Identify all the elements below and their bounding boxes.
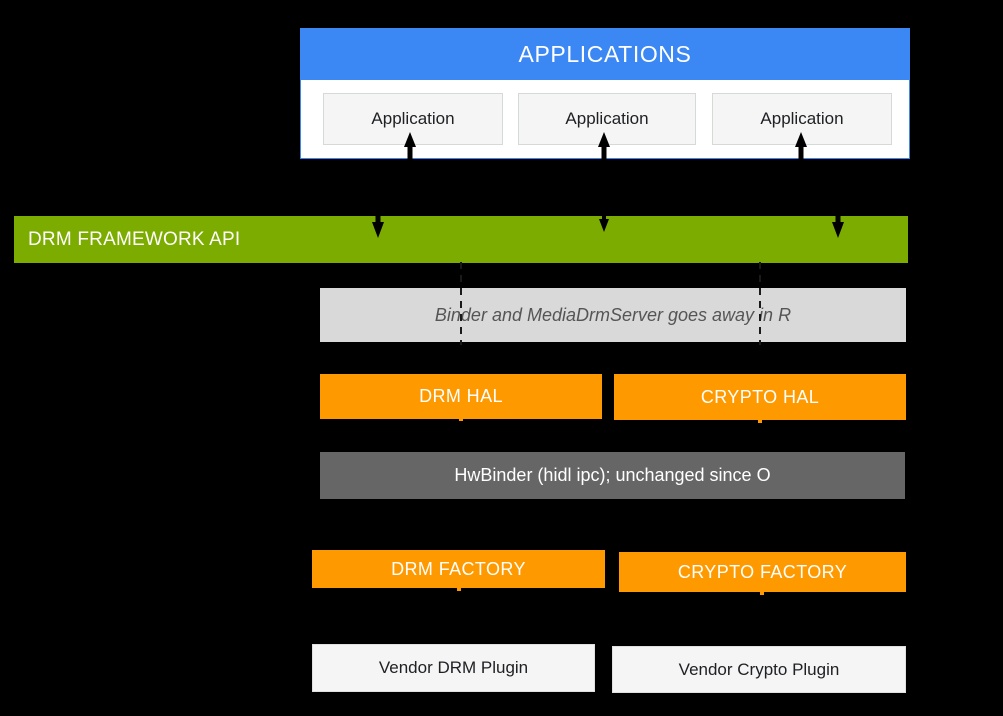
vendor-crypto-plugin-box[interactable]: Vendor Crypto Plugin <box>612 646 906 693</box>
applications-header: APPLICATIONS <box>301 29 909 80</box>
application-box-2[interactable]: Application <box>518 93 696 145</box>
hwbinder-box: HwBinder (hidl ipc); unchanged since O <box>320 452 905 499</box>
application-box-3-label: Application <box>760 109 844 128</box>
vendor-drm-plugin-box[interactable]: Vendor DRM Plugin <box>312 644 595 692</box>
hwbinder-label: HwBinder (hidl ipc); unchanged since O <box>454 465 771 485</box>
application-box-3[interactable]: Application <box>712 93 892 145</box>
crypto-factory-box[interactable]: CRYPTO FACTORY <box>619 552 906 592</box>
drm-framework-api-bar: DRM FRAMEWORK API <box>14 216 908 263</box>
applications-header-label: APPLICATIONS <box>518 41 692 67</box>
drm-factory-box[interactable]: DRM FACTORY <box>312 550 605 588</box>
drm-framework-api-label: DRM FRAMEWORK API <box>28 228 241 250</box>
drm-hal-label: DRM HAL <box>419 386 503 406</box>
application-box-2-label: Application <box>565 109 649 128</box>
binder-note-label: Binder and MediaDrmServer goes away in R <box>434 304 792 325</box>
vendor-crypto-plugin-label: Vendor Crypto Plugin <box>678 659 840 679</box>
application-box-1-label: Application <box>371 109 455 128</box>
vendor-drm-plugin-label: Vendor DRM Plugin <box>378 658 529 677</box>
applications-group: APPLICATIONS Application Application App… <box>300 28 910 159</box>
drm-hal-box[interactable]: DRM HAL <box>320 374 602 419</box>
drm-factory-label: DRM FACTORY <box>391 558 526 579</box>
crypto-factory-label: CRYPTO FACTORY <box>677 561 848 582</box>
application-box-1[interactable]: Application <box>323 93 503 145</box>
crypto-hal-label: CRYPTO HAL <box>700 386 820 407</box>
binder-note-box: Binder and MediaDrmServer goes away in R <box>320 288 906 342</box>
crypto-hal-box[interactable]: CRYPTO HAL <box>614 374 906 420</box>
